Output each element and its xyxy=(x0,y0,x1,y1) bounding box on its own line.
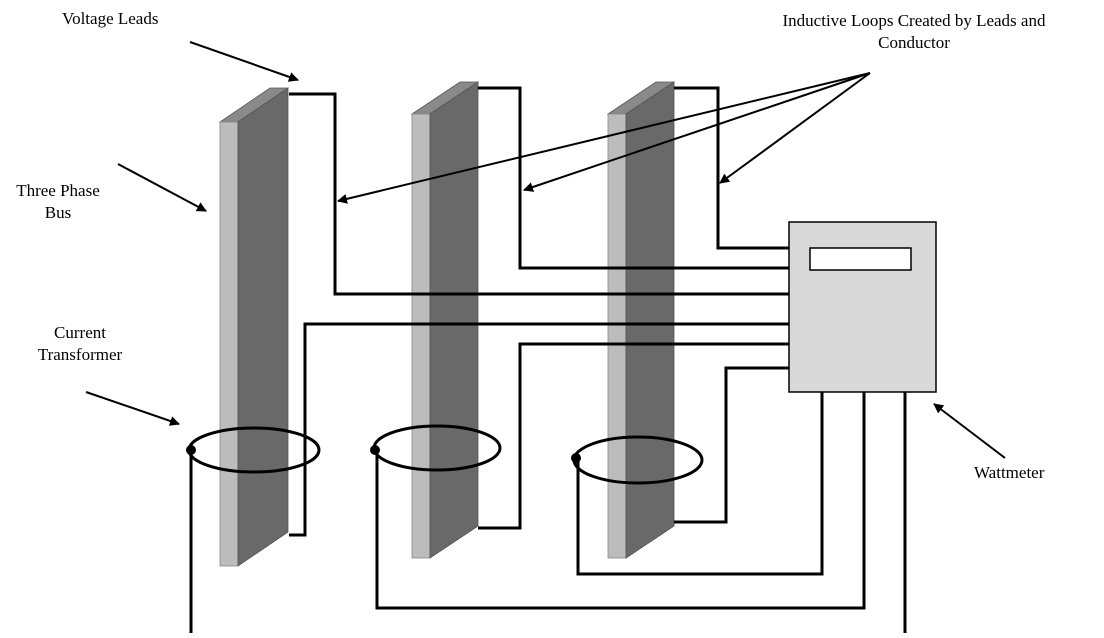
arrow-icon xyxy=(337,72,871,204)
current-transformer-c xyxy=(571,435,704,485)
voltage-leads xyxy=(289,86,789,296)
arrow-icon xyxy=(117,163,207,212)
bus-bar-phase-b xyxy=(410,81,480,559)
wattmeter-display xyxy=(809,247,912,271)
inductive-loops-label-line2: Conductor xyxy=(878,33,950,52)
current-transformer-label: Current Transformer xyxy=(30,322,130,366)
voltage-lead-c xyxy=(674,86,789,250)
wattmeter xyxy=(788,221,937,393)
voltage-lead-b xyxy=(478,86,789,270)
arrow-icon xyxy=(523,72,871,192)
three-phase-bus-label-line1: Three Phase xyxy=(16,181,100,200)
ct-wire-b xyxy=(375,392,866,610)
lower-lead-a xyxy=(289,322,789,537)
lower-leads xyxy=(289,322,789,537)
bus-bar-phase-a xyxy=(218,87,290,567)
arrow-icon xyxy=(933,403,1006,459)
current-transformer-label-line1: Current xyxy=(54,323,106,342)
wattmeter-label: Wattmeter xyxy=(974,463,1045,482)
inductive-loops-label-line1: Inductive Loops Created by Leads and xyxy=(782,11,1046,30)
voltage-leads-label: Voltage Leads xyxy=(62,9,159,28)
bus-bar-phase-c xyxy=(606,81,676,559)
three-phase-bus-label-line2: Bus xyxy=(44,203,72,222)
lower-lead-c xyxy=(674,366,789,524)
ct-wire-c xyxy=(576,392,824,576)
current-transformer-b xyxy=(370,424,502,472)
inductive-loops-label: Inductive Loops Created by Leads and Con… xyxy=(728,10,1100,54)
arrow-icon xyxy=(719,72,871,184)
lower-lead-b xyxy=(478,342,789,530)
current-transformer-a xyxy=(186,426,321,474)
callout-arrows xyxy=(85,41,1006,459)
three-phase-bus-label: Three Phase Bus xyxy=(8,180,108,224)
arrow-icon xyxy=(85,391,180,426)
voltage-lead-a xyxy=(289,92,789,296)
ct-secondary-wires xyxy=(189,392,907,633)
current-transformer-label-line2: Transformer xyxy=(37,345,123,364)
arrow-icon xyxy=(189,41,299,82)
